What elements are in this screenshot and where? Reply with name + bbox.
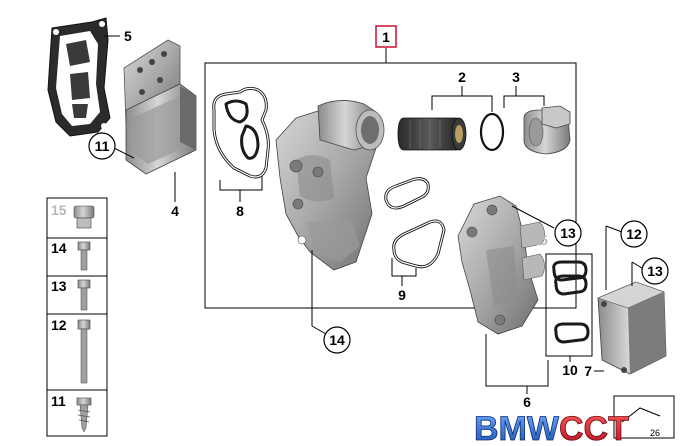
o-ring (479, 112, 505, 152)
side-label-15: 15 (51, 202, 67, 218)
part-8-gasket (212, 86, 270, 179)
label-1-box (375, 25, 397, 48)
leader-12 (605, 225, 623, 233)
leader-11 (113, 147, 135, 159)
label-7: 7 (584, 363, 592, 379)
part-7-cooler (597, 281, 667, 375)
leader-13b (631, 261, 643, 269)
label-5: 5 (124, 28, 132, 44)
part-10-gaskets (552, 260, 590, 344)
side-label-13: 13 (51, 278, 67, 294)
part-2-filter-element (397, 117, 467, 151)
label-1: 1 (382, 29, 390, 45)
label-12-bubble (620, 220, 648, 248)
part-10-box (545, 253, 593, 357)
leader-14-tail (311, 325, 327, 335)
part-5-gasket (47, 17, 111, 137)
part-13-bolt (77, 279, 91, 311)
part-9-gaskets (384, 177, 446, 269)
label-15-ghost: 15 (532, 232, 548, 248)
bracket-8 (219, 176, 263, 191)
part-12-bolt (77, 319, 91, 384)
part-11-screw (76, 397, 92, 433)
label-13a: 13 (560, 225, 576, 241)
label-6: 6 (523, 394, 531, 410)
side-label-12: 12 (51, 317, 67, 333)
label-13a-bubble (554, 219, 582, 247)
bracket-2 (431, 95, 493, 112)
part-6-lower-housing (457, 195, 545, 335)
label-4: 4 (171, 203, 179, 219)
diagram-id: 26 (650, 428, 660, 438)
assembly-frame (204, 62, 577, 309)
diagram-id-box (613, 395, 675, 439)
label-9: 9 (398, 287, 406, 303)
part-4-oil-cooler (123, 39, 197, 175)
hardware-column (46, 197, 108, 437)
label-14: 14 (329, 332, 345, 348)
label-11: 11 (95, 138, 110, 154)
oil-filter-housing (275, 100, 385, 271)
label-3: 3 (512, 69, 520, 85)
side-label-11: 11 (51, 393, 66, 409)
bracket-9 (391, 258, 417, 277)
part-14-bolt (77, 241, 91, 271)
label-8: 8 (236, 203, 244, 219)
bracket-6 (485, 334, 549, 387)
label-13b-bubble (641, 257, 669, 285)
part-3-filter-cap (523, 105, 571, 155)
watermark: BMWCCT (474, 410, 629, 446)
leader-13a (511, 205, 555, 229)
bracket-3 (503, 95, 545, 108)
label-13b: 13 (647, 263, 663, 279)
label-14-bubble (323, 326, 351, 354)
label-12: 12 (626, 226, 642, 242)
label-11-bubble (88, 132, 116, 160)
part-15-plug (73, 205, 95, 229)
diagram-id-mark (621, 407, 661, 423)
label-2: 2 (458, 69, 466, 85)
side-label-14: 14 (51, 240, 67, 256)
label-10: 10 (562, 362, 578, 378)
